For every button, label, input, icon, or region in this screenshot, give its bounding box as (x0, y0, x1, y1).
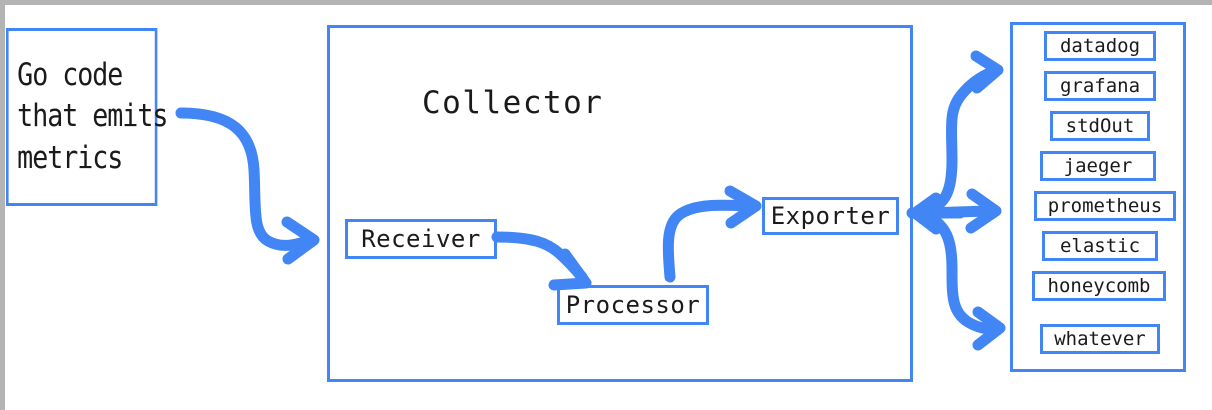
source-line-2: that emits (17, 98, 168, 135)
destination-box-honeycomb: honeycomb (1032, 271, 1166, 301)
destination-box-elastic: elastic (1042, 231, 1158, 261)
arrow-exporter-fanout (906, 50, 1006, 351)
window-edge-strip-top (0, 0, 1212, 5)
go-code-source-box: Go code that emits metrics (6, 28, 168, 206)
collector-title: Collector (422, 85, 604, 121)
exporter-box: Exporter (762, 197, 899, 235)
destination-box-stdout: stdOut (1050, 111, 1150, 141)
destination-box-grafana: grafana (1044, 71, 1156, 101)
destinations-panel: datadog grafana stdOut jaeger prometheus elas… (1010, 22, 1186, 372)
window-edge-strip-left (0, 0, 5, 410)
source-line-1: Go code (17, 57, 123, 94)
destination-box-jaeger: jaeger (1040, 151, 1156, 181)
processor-box: Processor (557, 285, 709, 325)
destination-box-datadog: datadog (1044, 31, 1156, 61)
arrow-source-to-receiver (175, 107, 320, 265)
destination-box-prometheus: prometheus (1034, 191, 1176, 221)
destination-box-whatever: whatever (1040, 324, 1160, 354)
receiver-box: Receiver (345, 219, 497, 259)
source-line-3: metrics (17, 139, 123, 176)
